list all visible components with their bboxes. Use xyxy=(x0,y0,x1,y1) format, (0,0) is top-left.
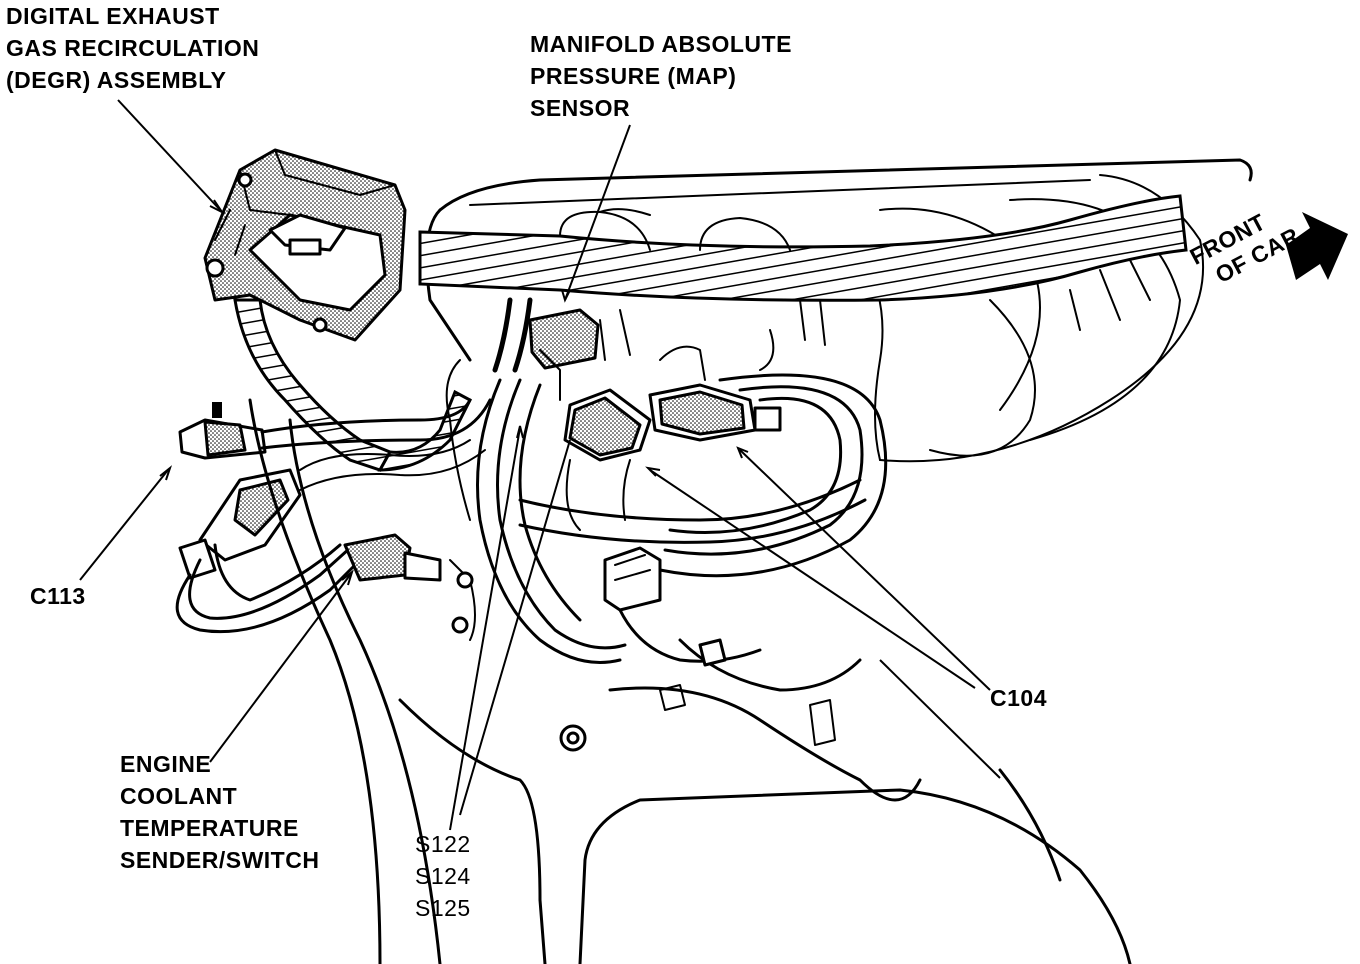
center-wire-bundles xyxy=(445,299,888,746)
ect-label-line-3: TEMPERATURE xyxy=(120,815,299,841)
degr-label-line-3: (DEGR) ASSEMBLY xyxy=(6,67,227,93)
degr-label: DIGITAL EXHAUST GAS RECIRCULATION (DEGR)… xyxy=(6,0,259,96)
map-sensor xyxy=(492,297,600,401)
ect-label: ENGINE COOLANT TEMPERATURE SENDER/SWITCH xyxy=(120,748,319,876)
splice-s122: S122 xyxy=(415,831,471,857)
main-harness xyxy=(418,194,1188,302)
splice-label: S122 S124 S125 xyxy=(415,828,471,924)
c104-label: C104 xyxy=(990,685,1047,711)
lower-frame xyxy=(248,398,1132,964)
ect-label-line-4: SENDER/SWITCH xyxy=(120,847,320,873)
map-label: MANIFOLD ABSOLUTE PRESSURE (MAP) SENSOR xyxy=(530,28,792,124)
degr-assembly xyxy=(203,148,407,342)
c113-label: C113 xyxy=(30,583,86,609)
map-label-line-2: PRESSURE (MAP) xyxy=(530,63,737,89)
splice-s124: S124 xyxy=(415,863,471,889)
degr-label-line-1: DIGITAL EXHAUST xyxy=(6,3,220,29)
ect-label-line-1: ENGINE xyxy=(120,751,212,777)
splice-s125: S125 xyxy=(415,895,471,921)
map-label-line-3: SENSOR xyxy=(530,95,631,121)
c113-connector xyxy=(178,398,492,460)
c104-connectors xyxy=(563,383,782,612)
ect-connector xyxy=(175,439,486,634)
ect-label-line-2: COOLANT xyxy=(120,783,238,809)
map-label-line-1: MANIFOLD ABSOLUTE xyxy=(530,31,792,57)
leader-lines xyxy=(79,99,1001,831)
degr-label-line-2: GAS RECIRCULATION xyxy=(6,35,260,61)
arrow-right-icon xyxy=(1286,212,1348,280)
